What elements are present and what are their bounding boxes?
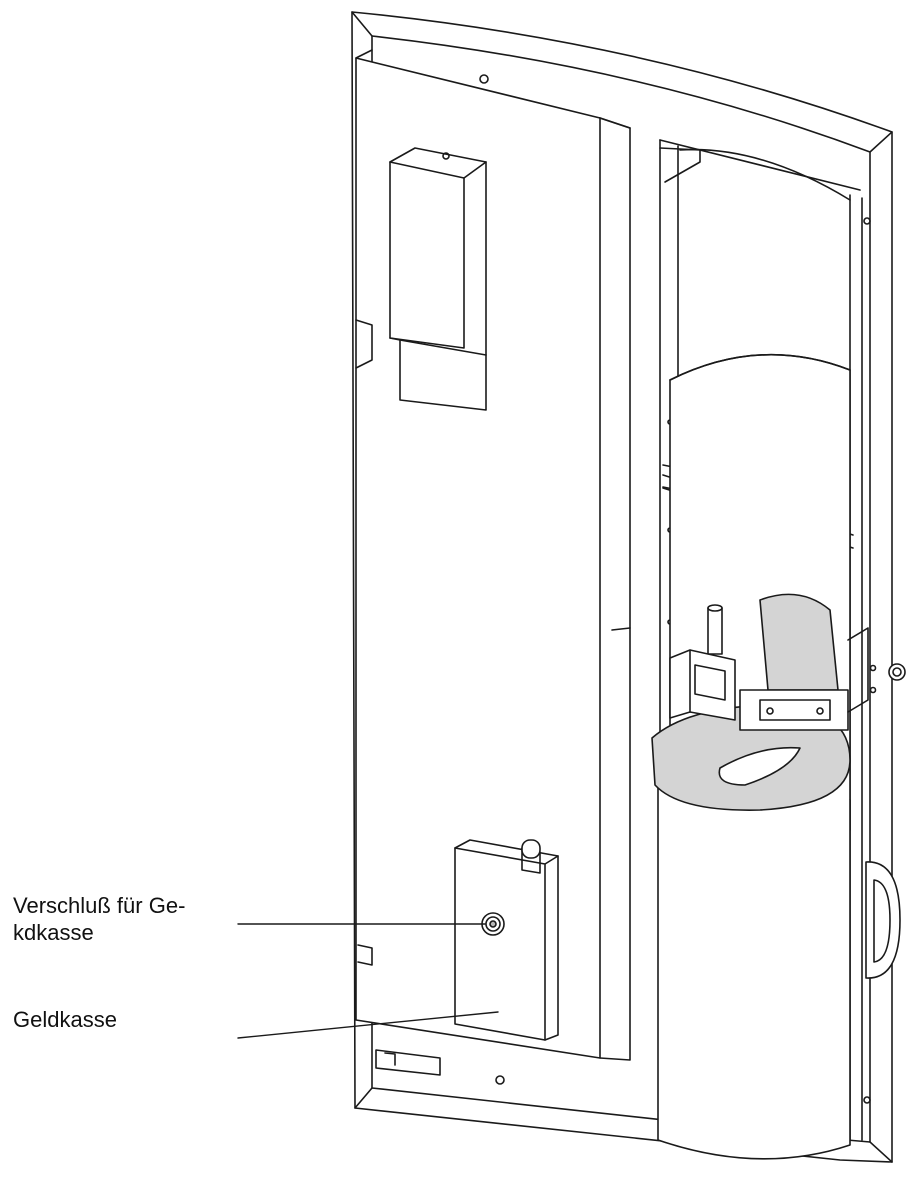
door-handle (865, 861, 901, 979)
leader-lines (237, 923, 499, 1039)
leader-line-cashbox (237, 1011, 499, 1039)
lock-label-line1: Verschluß für Ge- (13, 893, 186, 918)
lock-label-line2: kdkasse (13, 920, 94, 945)
cash-box (375, 839, 559, 1085)
lower-cylinder (657, 779, 851, 1160)
dispensing-mechanism (669, 593, 906, 731)
cashbox-callout-label: Geldkasse (13, 1007, 117, 1032)
lock-callout-label: Verschluß für Ge- kdkasse (13, 892, 185, 946)
coin-validator-housing (389, 147, 487, 411)
